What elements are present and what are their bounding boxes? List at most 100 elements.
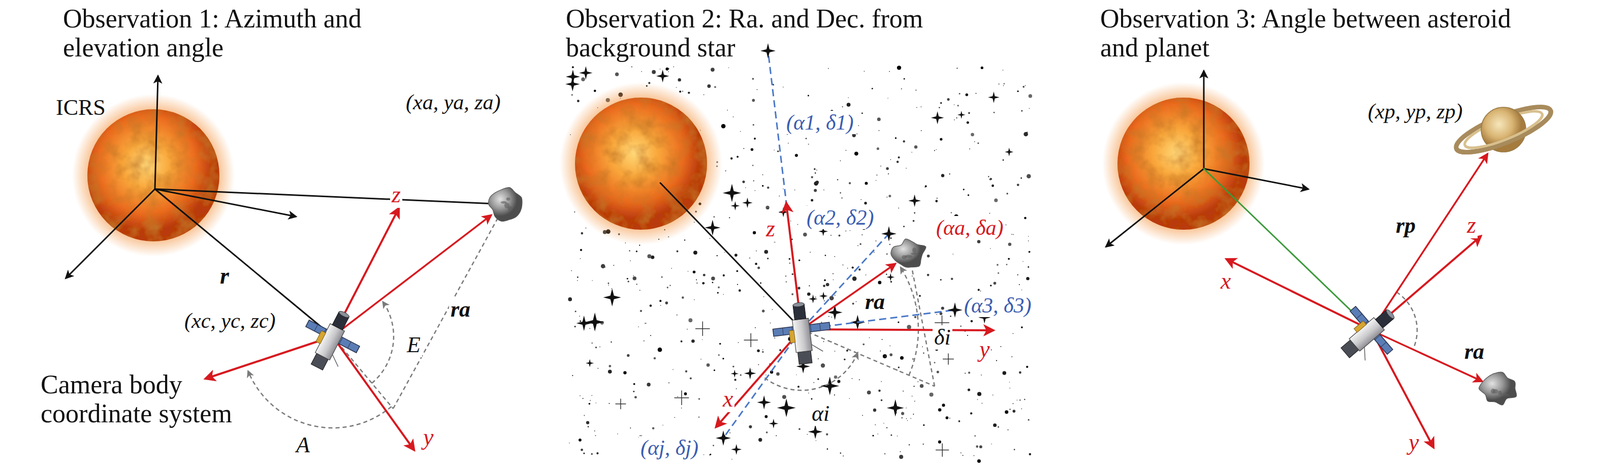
- star: [673, 66, 675, 68]
- star: [698, 397, 701, 400]
- star: [808, 284, 810, 286]
- star: [989, 247, 991, 249]
- star: [934, 361, 936, 364]
- star: [582, 397, 584, 399]
- star: [764, 414, 768, 419]
- star: [987, 175, 989, 177]
- star: [571, 93, 573, 96]
- star: [1017, 274, 1019, 276]
- star: [583, 414, 585, 416]
- star: [869, 337, 871, 339]
- star: [594, 430, 596, 432]
- star: [831, 316, 833, 318]
- star: [693, 250, 698, 255]
- frame-label: ICRS: [55, 95, 106, 120]
- star: [777, 150, 779, 152]
- star: [820, 321, 822, 323]
- star: [887, 97, 889, 99]
- star: [960, 325, 962, 328]
- vector-label: ra: [1462, 339, 1486, 364]
- bright-star: [931, 111, 945, 125]
- star: [832, 272, 834, 274]
- vector-label: ra: [449, 297, 472, 322]
- star: [798, 259, 800, 262]
- star: [728, 67, 730, 69]
- star: [968, 371, 971, 374]
- star: [687, 91, 690, 94]
- star: [845, 230, 847, 232]
- star: [596, 452, 599, 455]
- panel-grid: [347, 341, 351, 348]
- star: [939, 137, 943, 141]
- star: [973, 455, 975, 457]
- star: [1020, 177, 1022, 179]
- star: [757, 364, 759, 366]
- star: [989, 177, 992, 180]
- vector-label: rp: [1394, 213, 1418, 238]
- star: [847, 267, 849, 269]
- icrs-axis: [154, 188, 296, 217]
- star: [574, 325, 576, 328]
- camera-axis: [1371, 236, 1481, 331]
- coordinate-label: (xc, yc, zc): [182, 308, 278, 333]
- star: [677, 78, 681, 82]
- star: [1009, 381, 1011, 383]
- star: [977, 239, 981, 244]
- star: [709, 237, 711, 239]
- star: [706, 363, 711, 367]
- star: [628, 249, 630, 251]
- lens-rim: [1385, 308, 1396, 320]
- star: [854, 151, 859, 156]
- star: [820, 363, 825, 368]
- star: [906, 324, 912, 330]
- star: [613, 264, 615, 266]
- star: [1003, 83, 1005, 85]
- star: [843, 358, 846, 361]
- panel-grid: [819, 323, 821, 331]
- star: [1028, 93, 1033, 98]
- star: [834, 294, 836, 296]
- star: [996, 263, 999, 266]
- bright-star: [579, 66, 593, 80]
- star: [754, 262, 757, 265]
- star: [738, 341, 740, 343]
- star: [652, 426, 655, 430]
- cross-star: [695, 321, 710, 336]
- asteroid: [890, 238, 926, 268]
- star: [912, 219, 915, 222]
- star: [1002, 370, 1007, 375]
- spacecraft: [770, 299, 835, 367]
- star: [731, 458, 733, 460]
- star: [880, 380, 882, 382]
- icrs-axis: [154, 76, 158, 189]
- star: [728, 216, 730, 218]
- star: [1020, 110, 1023, 112]
- icrs-axis: [1203, 168, 1308, 189]
- star: [957, 104, 959, 107]
- star: [765, 205, 770, 210]
- axis-label: y: [1406, 429, 1421, 456]
- star: [776, 372, 780, 376]
- star: [922, 352, 925, 354]
- star: [825, 433, 828, 436]
- star: [585, 227, 587, 229]
- star: [1023, 132, 1029, 137]
- star: [788, 258, 791, 261]
- star: [864, 201, 867, 205]
- star: [645, 322, 647, 324]
- star: [936, 313, 938, 315]
- star: [876, 174, 878, 176]
- star: [752, 77, 755, 80]
- star: [649, 304, 653, 307]
- star: [610, 341, 613, 343]
- axis-label: x: [721, 386, 735, 412]
- star: [589, 399, 591, 401]
- star: [657, 347, 663, 352]
- star: [1008, 242, 1012, 247]
- star: [949, 417, 951, 419]
- star: [633, 382, 636, 386]
- star: [1029, 107, 1031, 109]
- bright-star: [886, 272, 895, 281]
- star: [1027, 266, 1030, 268]
- star: [632, 275, 634, 277]
